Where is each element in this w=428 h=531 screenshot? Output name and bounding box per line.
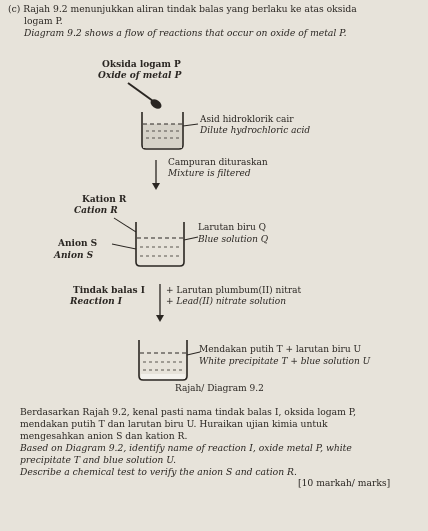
- precipitate-label-ms: Mendakan putih T + larutan biru U: [199, 345, 362, 355]
- filter-label-en: Mixture is filtered: [168, 169, 251, 179]
- precipitate-beaker-icon: [138, 340, 201, 381]
- cation-label-ms: Kation R: [82, 195, 127, 205]
- question-line-2: mendakan putih T dan larutan biru U. Hur…: [20, 419, 328, 430]
- acid-label-ms: Asid hidroklorik cair: [200, 115, 294, 125]
- precipitate-label-en: White precipitate T + blue solution U: [199, 357, 371, 367]
- acid-label-en: Dilute hydrochloric acid: [200, 126, 311, 136]
- intro-line-1: (c) Rajah 9.2 menunjukkan aliran tindak …: [8, 4, 357, 15]
- anion-label-ms: Anion S: [58, 239, 98, 249]
- anion-label-en: Anion S: [54, 251, 94, 261]
- blue-solution-label-ms: Larutan biru Q: [198, 223, 267, 233]
- diagram-caption: Rajah/ Diagram 9.2: [175, 384, 264, 394]
- lead-nitrate-label-ms: + Larutan plumbum(II) nitrat: [166, 286, 302, 296]
- lead-nitrate-label-en: + Lead(II) nitrate solution: [166, 297, 287, 307]
- solution-beaker-icon: [111, 217, 199, 267]
- question-line-4-en: Based on Diagram 9.2, identify name of r…: [20, 443, 352, 454]
- cation-label-en: Cation R: [74, 206, 118, 216]
- question-line-5-en: precipitate T and blue solution U.: [20, 455, 177, 466]
- question-line-1: Berdasarkan Rajah 9.2, kenal pasti nama …: [20, 407, 357, 418]
- reaction-label-en: Reaction I: [70, 297, 122, 307]
- arrow-down-icon: [152, 160, 160, 190]
- question-line-6-en: Describe a chemical test to verify the a…: [20, 467, 297, 478]
- intro-line-2: logam P.: [24, 16, 63, 27]
- question-line-3: mengesahkan anion S dan kation R.: [20, 431, 188, 442]
- arrow-down-icon: [156, 284, 164, 322]
- reaction-label-ms: Tindak balas I: [73, 286, 145, 296]
- blue-solution-label-en: Blue solution Q: [198, 235, 269, 245]
- oxide-label-ms: Oksida logam P: [102, 60, 181, 70]
- marks-label: [10 markah/ marks]: [298, 478, 391, 489]
- spatula-icon: [127, 82, 162, 109]
- filter-label-ms: Campuran dituraskan: [168, 158, 268, 168]
- acid-beaker-icon: [141, 112, 199, 150]
- intro-line-3-en: Diagram 9.2 shows a flow of reactions th…: [24, 28, 347, 39]
- oxide-label-en: Oxide of metal P: [98, 71, 182, 81]
